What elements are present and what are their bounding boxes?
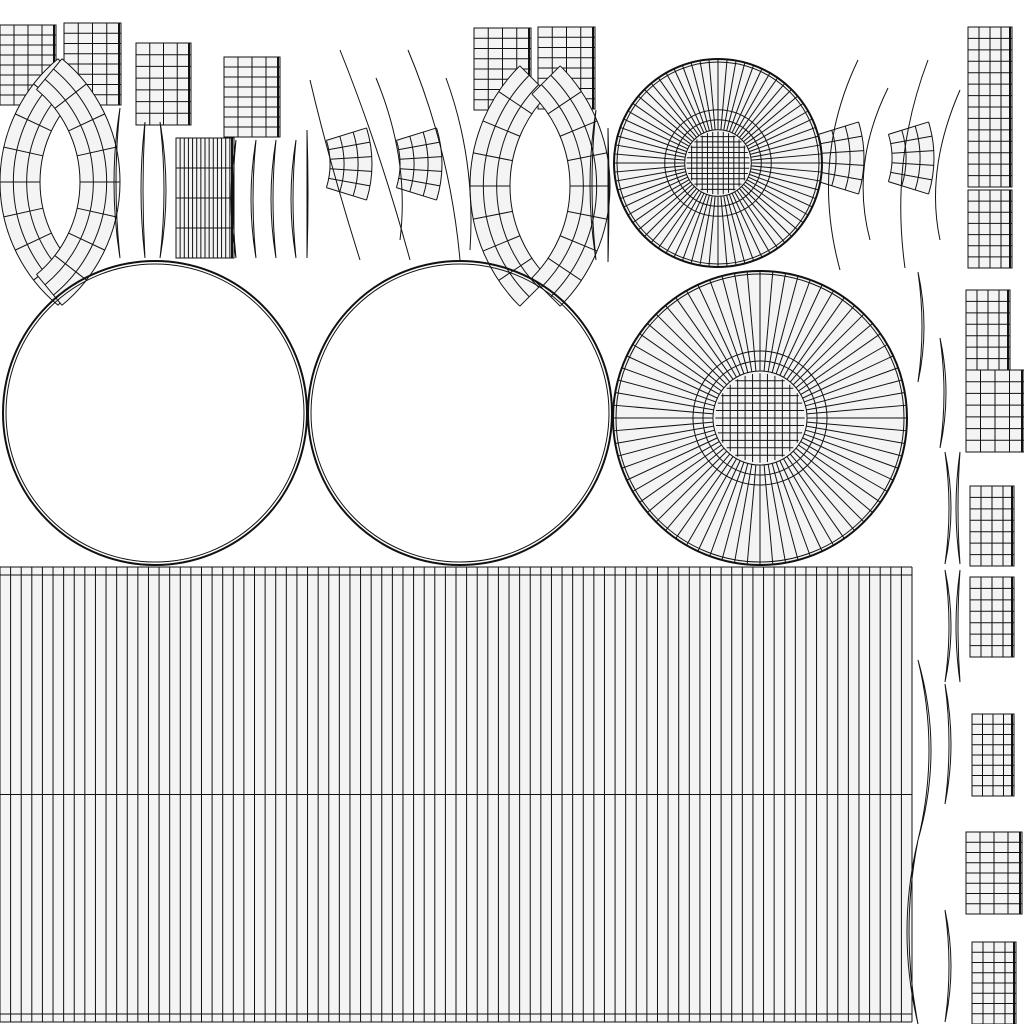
arc-sliver bbox=[309, 79, 361, 261]
curved-strip-patch bbox=[0, 58, 84, 306]
curved-strip-patch bbox=[531, 65, 611, 307]
arc-sliver bbox=[955, 451, 961, 565]
fan-patch bbox=[395, 127, 443, 201]
grid-patch bbox=[967, 189, 1013, 269]
ring-outlines-group bbox=[2, 260, 613, 566]
fan-patch bbox=[325, 127, 373, 201]
arc-sliver bbox=[290, 139, 297, 259]
curved-strip-patches-group bbox=[0, 58, 611, 307]
arc-sliver bbox=[230, 139, 237, 259]
arc-sliver bbox=[944, 569, 952, 683]
grid-patch bbox=[223, 56, 281, 138]
grid-patch bbox=[969, 485, 1015, 567]
grid-patch bbox=[967, 26, 1013, 188]
grid-patch bbox=[135, 42, 192, 126]
arc-sliver bbox=[375, 77, 403, 241]
curved-strip-patch bbox=[469, 65, 549, 307]
arc-sliver bbox=[935, 89, 961, 241]
arc-sliver bbox=[407, 49, 461, 261]
arc-sliver bbox=[159, 121, 167, 259]
arc-sliver bbox=[607, 127, 610, 263]
arc-sliver bbox=[944, 451, 952, 565]
arc-sliver bbox=[113, 107, 121, 259]
large-strip-block-group bbox=[0, 566, 913, 1023]
grid-patch bbox=[965, 369, 1024, 453]
ring-outline bbox=[307, 260, 613, 566]
arc-sliver bbox=[862, 87, 889, 241]
arc-sliver bbox=[944, 909, 952, 1023]
arc-sliver bbox=[917, 271, 925, 383]
grid-patch bbox=[965, 289, 1011, 371]
arc-sliver bbox=[306, 129, 309, 259]
arc-sliver bbox=[270, 139, 277, 259]
fan-patch bbox=[887, 121, 935, 195]
arc-sliver bbox=[445, 77, 472, 251]
arc-sliver bbox=[140, 121, 146, 259]
fan-patches-group bbox=[325, 121, 935, 201]
radial-disks-group bbox=[612, 58, 908, 566]
arc-sliver bbox=[250, 139, 257, 259]
arc-sliver bbox=[339, 49, 411, 261]
grid-patches-group bbox=[0, 22, 1024, 1024]
arc-sliver bbox=[955, 569, 961, 683]
arc-sliver bbox=[939, 337, 947, 449]
arc-sliver bbox=[900, 59, 929, 269]
grid-patch bbox=[175, 137, 235, 259]
arc-sliver bbox=[906, 839, 919, 1024]
arc-sliver bbox=[827, 59, 859, 271]
radial-disk bbox=[613, 58, 823, 268]
radial-disk bbox=[612, 270, 908, 566]
grid-patch bbox=[971, 941, 1017, 1024]
grid-patch bbox=[971, 713, 1015, 797]
arc-slivers-group bbox=[113, 49, 961, 1024]
fan-patch bbox=[817, 121, 865, 195]
grid-patch bbox=[965, 831, 1023, 915]
grid-patch bbox=[969, 576, 1015, 658]
arc-sliver bbox=[589, 109, 597, 261]
arc-sliver bbox=[944, 683, 952, 805]
